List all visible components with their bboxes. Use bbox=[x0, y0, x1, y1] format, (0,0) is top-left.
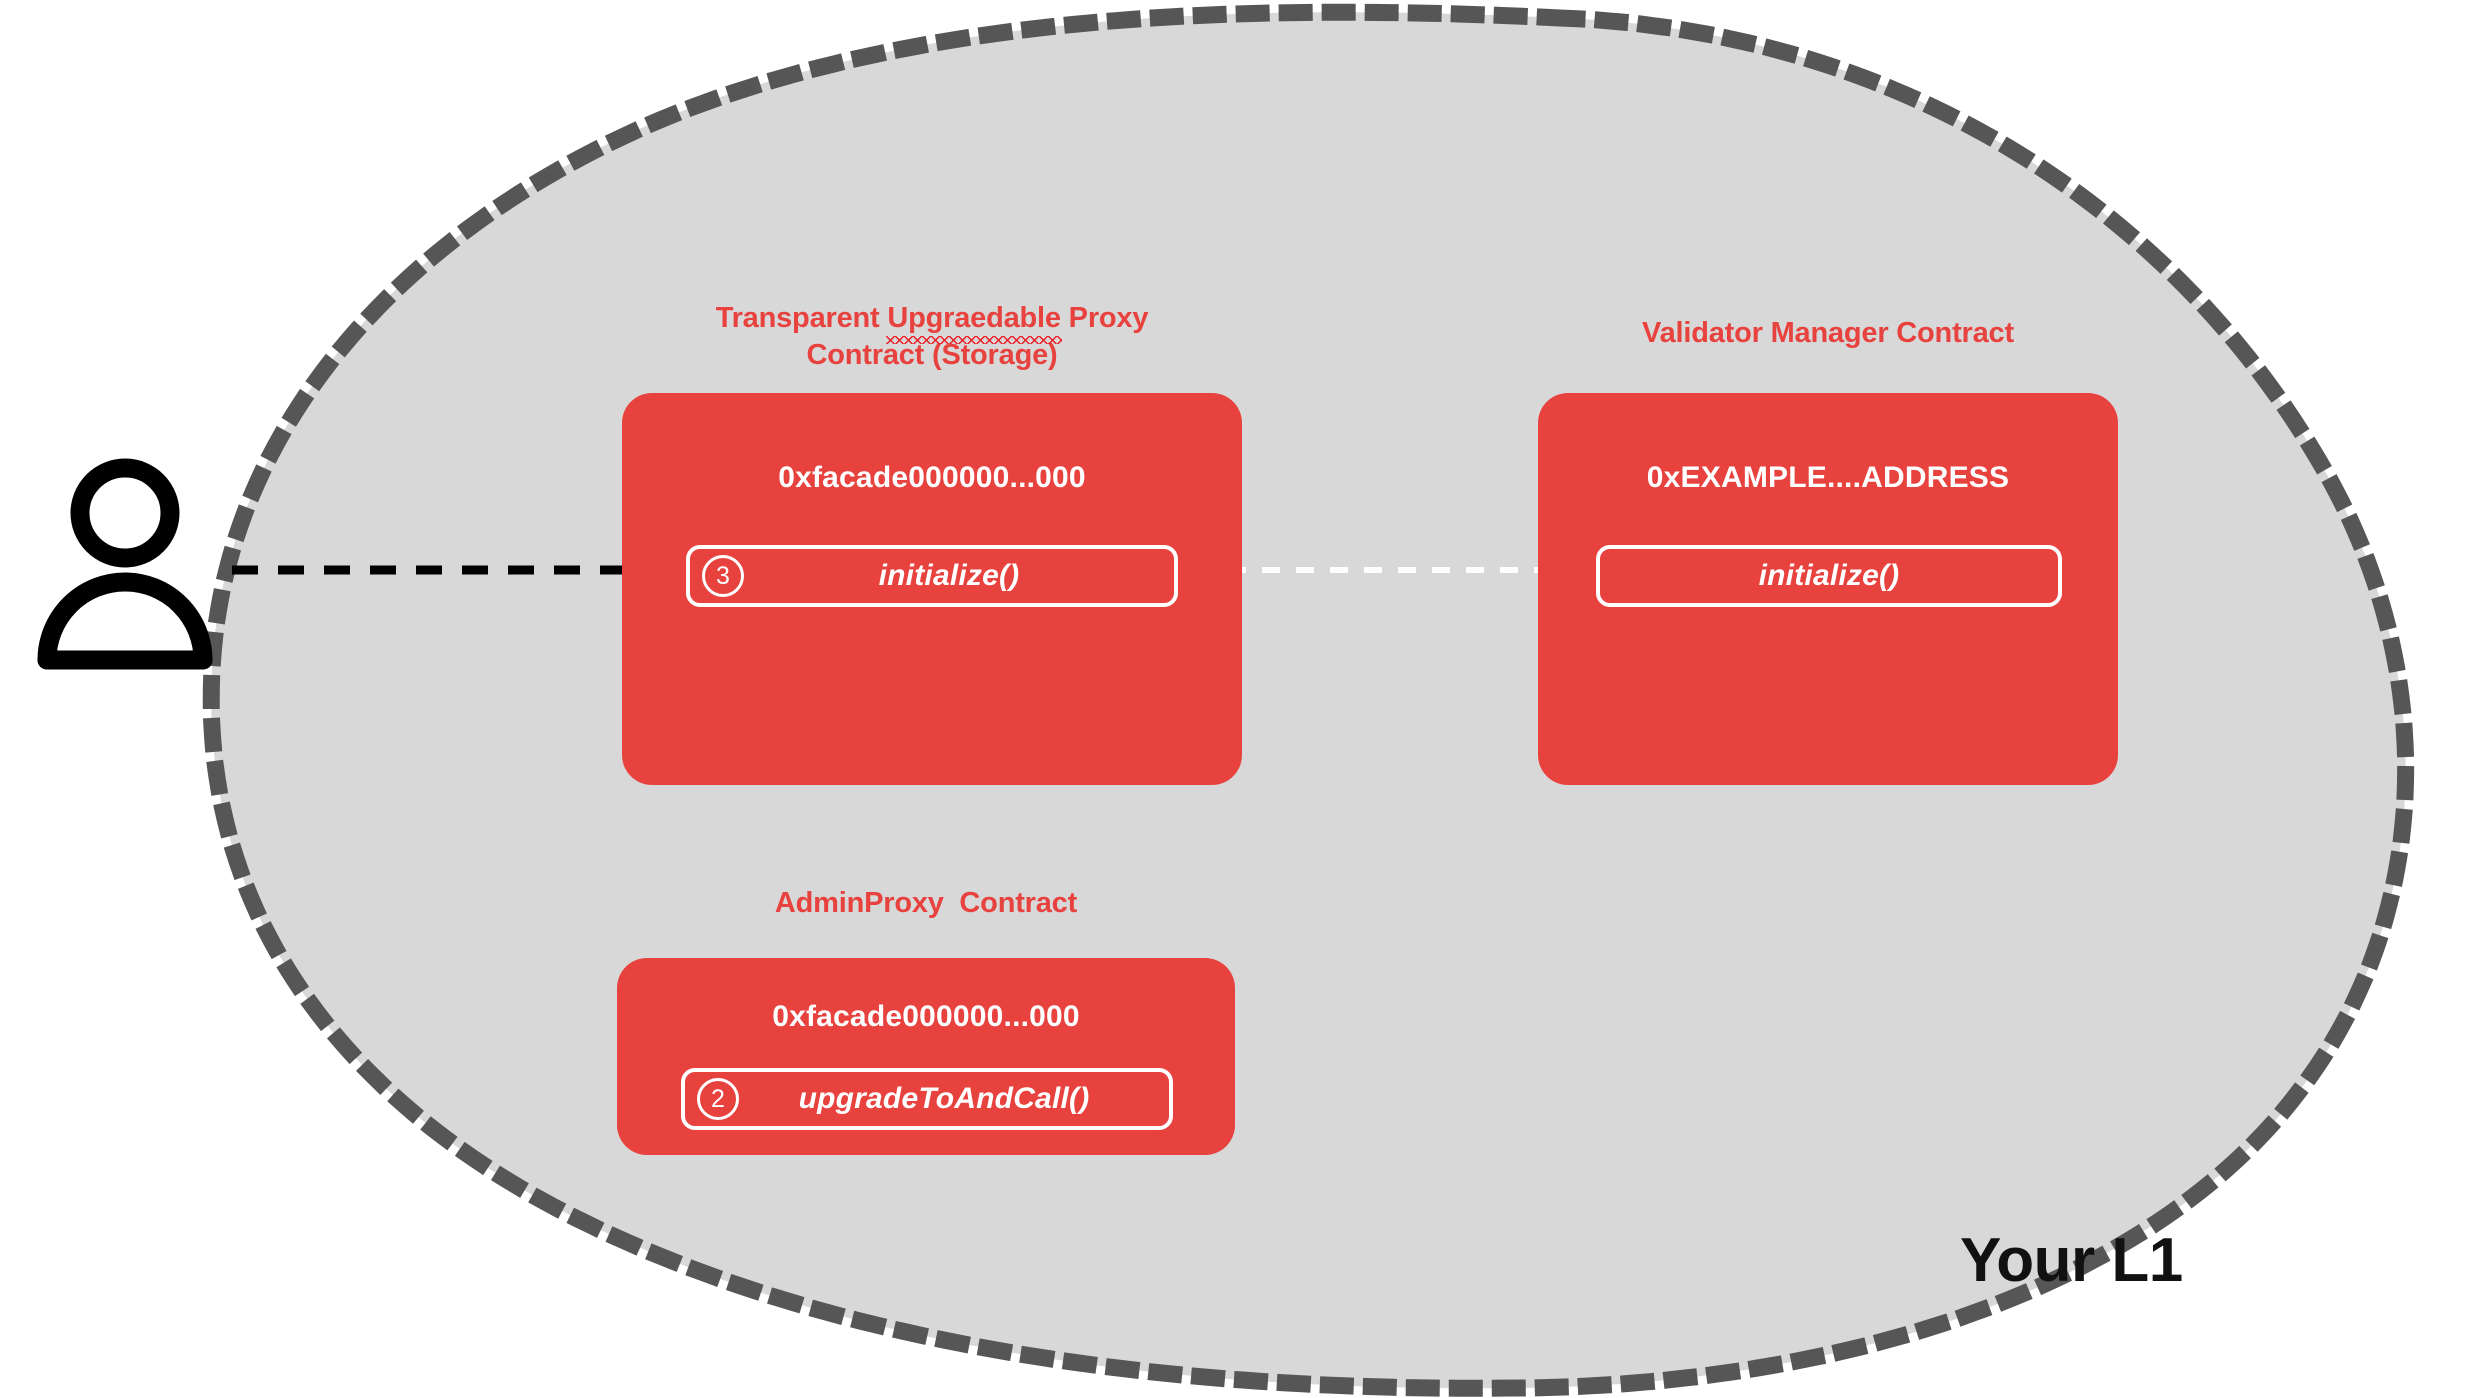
method-initialize-proxy[interactable]: 3 initialize() bbox=[686, 545, 1178, 607]
contract-admin-proxy[interactable]: AdminProxy Contract 0xfacade000000...000… bbox=[617, 885, 1235, 1155]
contract-card-validator-manager[interactable]: 0xEXAMPLE....ADDRESS initialize() bbox=[1538, 393, 2118, 785]
region-label-your-l1: Your L1 bbox=[1960, 1226, 2183, 1295]
contract-title-admin-proxy: AdminProxy Contract bbox=[774, 887, 1078, 919]
contract-address-transparent-proxy: 0xfacade000000...000 bbox=[778, 461, 1086, 494]
method-initialize-validator-manager[interactable]: initialize() bbox=[1596, 545, 2062, 607]
misspelled-word-upgraedable: Upgraedable bbox=[886, 300, 1063, 345]
contract-address-validator-manager: 0xEXAMPLE....ADDRESS bbox=[1646, 461, 2010, 494]
method-label-upgrade-to-and-call: upgradeToAndCall() bbox=[798, 1082, 1090, 1115]
method-label-initialize: initialize() bbox=[1758, 559, 1900, 592]
contract-title-validator-manager: Validator Manager Contract bbox=[1642, 317, 2014, 349]
person-icon bbox=[37, 458, 213, 670]
step-badge-3: 3 bbox=[702, 555, 744, 597]
contract-card-transparent-proxy[interactable]: 0xfacade000000...000 3 initialize() bbox=[622, 393, 1242, 785]
method-upgrade-to-and-call[interactable]: 2 upgradeToAndCall() bbox=[681, 1068, 1173, 1130]
method-label-initialize: initialize() bbox=[878, 559, 1020, 592]
contract-address-admin-proxy: 0xfacade000000...000 bbox=[772, 1000, 1080, 1033]
contract-validator-manager[interactable]: Validator Manager Contract 0xEXAMPLE....… bbox=[1538, 315, 2118, 785]
step-badge-2: 2 bbox=[697, 1078, 739, 1120]
contract-card-admin-proxy[interactable]: 0xfacade000000...000 2 upgradeToAndCall(… bbox=[617, 958, 1235, 1155]
